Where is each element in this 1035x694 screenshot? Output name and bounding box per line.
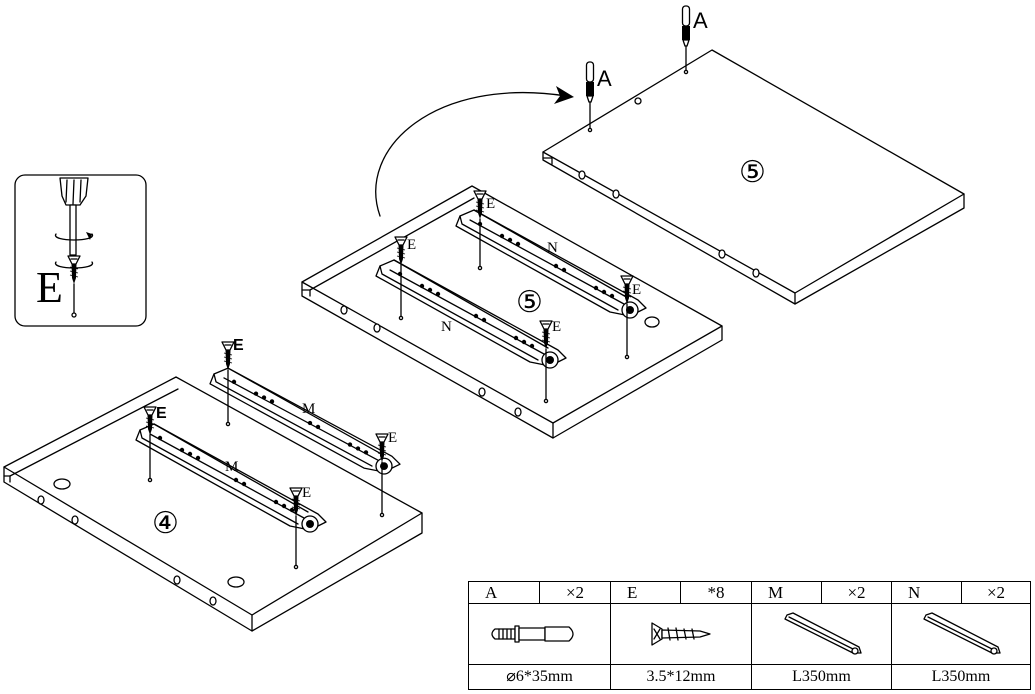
svg-text:E: E: [632, 282, 641, 298]
screw-label: E: [36, 263, 63, 312]
parts-table: A ×2 E *8 M ×2 N ×2: [468, 580, 1031, 691]
inset-frame: [14, 174, 147, 327]
rail-m-upper-label: M: [302, 401, 315, 417]
svg-text:E: E: [302, 485, 311, 501]
parts-table-header-row: A ×2 E *8 M ×2 N ×2: [468, 580, 1031, 605]
wooden-dowel-icon: [468, 603, 611, 665]
panel-5-back: ⑤ A A: [542, 5, 965, 305]
svg-text:E: E: [552, 319, 561, 335]
svg-text:E: E: [233, 337, 244, 354]
parts-table-image-row: [468, 603, 1031, 665]
screwdriver-icon: [59, 177, 89, 256]
panel-4-number: ④: [152, 507, 179, 540]
rail-n-upper-label: N: [547, 240, 558, 256]
parts-table-size-row: ⌀6*35mm 3.5*12mm L350mm L350mm: [468, 663, 1031, 691]
rotation-arrow-icon: [55, 233, 93, 241]
svg-text:A: A: [597, 66, 612, 91]
flip-arrow-icon: [375, 91, 567, 217]
panel-5-back-number: ⑤: [739, 156, 766, 189]
screwdriver-inset: E: [14, 174, 147, 327]
dowel-left: [585, 61, 595, 103]
part-size: L350mm: [891, 663, 1031, 691]
drawer-rail-icon: [751, 603, 892, 665]
part-code: N: [891, 580, 962, 605]
part-qty: ×2: [821, 580, 892, 605]
panel-4: ④ M M E E E E: [3, 337, 423, 632]
panel-5-front-number: ⑤: [516, 286, 543, 319]
part-qty: *8: [680, 580, 752, 605]
part-code: A: [468, 580, 540, 605]
part-size: ⌀6*35mm: [468, 663, 611, 691]
svg-text:E: E: [407, 237, 416, 253]
part-code: M: [751, 580, 822, 605]
dowel-right: [681, 5, 691, 47]
part-size: L350mm: [751, 663, 892, 691]
svg-text:A: A: [693, 8, 708, 33]
part-code: E: [610, 580, 681, 605]
part-size: 3.5*12mm: [610, 663, 752, 691]
screw-icon: [610, 603, 752, 665]
svg-text:E: E: [156, 405, 167, 422]
screw-icon: [67, 255, 81, 285]
rail-m-lower-label: M: [225, 459, 238, 475]
svg-text:E: E: [486, 196, 495, 212]
part-qty: ×2: [961, 580, 1031, 605]
part-qty: ×2: [539, 580, 611, 605]
svg-text:E: E: [388, 430, 397, 446]
drawer-rail-icon: [891, 603, 1031, 665]
rail-n-lower-label: N: [441, 319, 452, 335]
panel-5-front: ⑤ N N E E E E: [301, 185, 723, 439]
